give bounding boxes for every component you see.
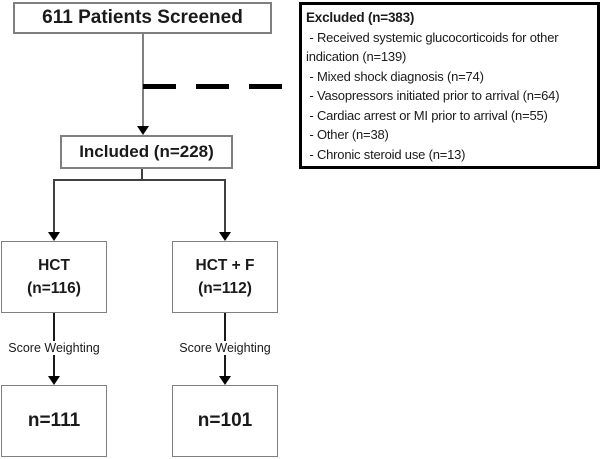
screened-box: 611 Patients Screened <box>13 2 272 34</box>
excluded-item: - Received systemic glucocorticoids for … <box>306 29 559 65</box>
included-label: Included (n=228) <box>79 142 214 161</box>
hctf-label-line1: HCT + F <box>195 257 255 274</box>
excluded-item: - Vasopressors initiated prior to arriva… <box>306 88 560 103</box>
arrowhead-included <box>137 126 149 135</box>
score-weighting-label-right: Score Weighting <box>176 341 274 355</box>
excluded-box: Excluded (n=383) - Received systemic glu… <box>299 2 600 169</box>
screened-label: 611 Patients Screened <box>42 7 243 28</box>
excluded-title: Excluded (n=383) <box>306 10 415 25</box>
connector-branch-left <box>53 179 55 233</box>
connector-branch-right <box>224 179 226 233</box>
arrowhead-final-left <box>48 376 60 385</box>
final-right-box: n=101 <box>172 385 278 457</box>
hct-box: HCT (n=116) <box>1 241 107 313</box>
excluded-item: - Cardiac arrest or MI prior to arrival … <box>306 107 548 123</box>
final-left-label: n=111 <box>27 410 81 431</box>
final-right-label: n=101 <box>197 410 253 431</box>
connector-included-stub <box>141 169 143 180</box>
hct-label-line2: (n=116) <box>27 280 81 297</box>
arrowhead-hct <box>48 232 60 241</box>
final-left-box: n=111 <box>1 385 107 457</box>
arrowhead-hctf <box>219 232 231 241</box>
hctf-box: HCT + F (n=112) <box>172 241 278 313</box>
hctf-label-line2: (n=112) <box>198 280 252 297</box>
excluded-item: - Mixed shock diagnosis (n=74) <box>306 68 484 84</box>
excluded-item: - Chronic steroid use (n=13) <box>306 146 466 162</box>
included-box: Included (n=228) <box>60 135 233 169</box>
arrowhead-final-right <box>219 376 231 385</box>
connector-screened-included <box>142 34 144 128</box>
hct-label-line1: HCT <box>38 257 70 274</box>
connector-branch-horizontal <box>53 179 225 181</box>
excluded-item: - Other (n=38) <box>306 127 389 142</box>
dashed-connector-excluded <box>143 84 287 89</box>
score-weighting-label-left: Score Weighting <box>5 341 103 355</box>
